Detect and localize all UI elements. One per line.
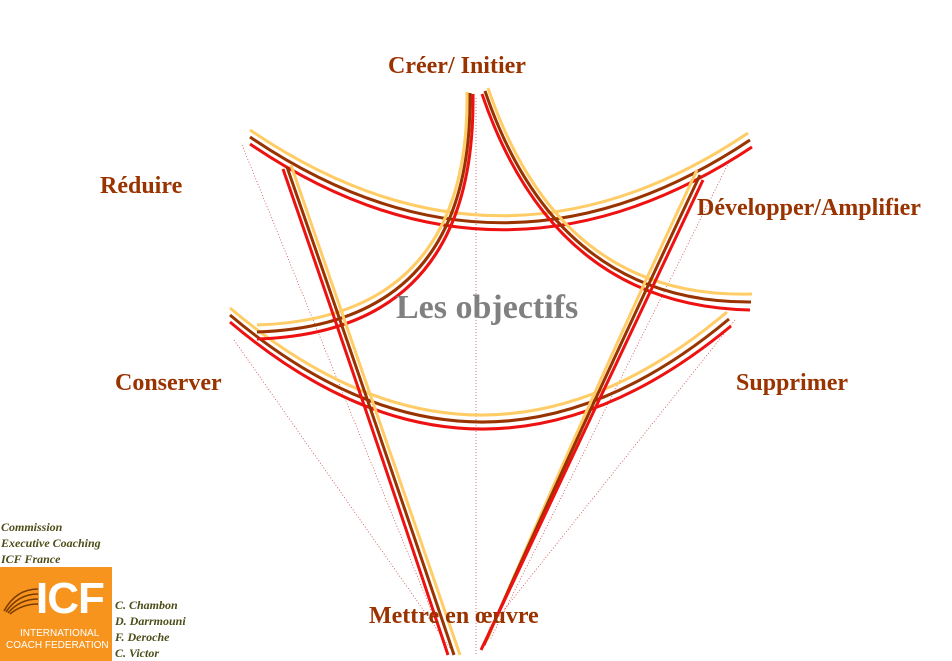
commission-line: ICF France (1, 552, 61, 566)
commission-block: Commission Executive Coaching ICF France (1, 519, 101, 567)
logo-subtitle: INTERNATIONAL COACH FEDERATION (6, 628, 109, 652)
author-name: D. Darrmouni (115, 614, 186, 628)
author-name: F. Deroche (115, 630, 170, 644)
label-developper-amplifier: Développer/Amplifier (697, 195, 921, 221)
curve-creer-droite (480, 87, 753, 312)
label-conserver: Conserver (115, 370, 222, 396)
curve-reduire-oeuvre (281, 164, 462, 656)
authors-block: C. Chambon D. Darrmouni F. Deroche C. Vi… (115, 597, 186, 661)
logo-subtitle-line: COACH FEDERATION (6, 640, 109, 651)
logo-letters: ICF (36, 574, 105, 623)
author-name: C. Victor (115, 646, 160, 660)
curve-conserver-supprimer (229, 306, 732, 431)
curve-creer-conserver (256, 91, 475, 341)
commission-line: Commission (1, 520, 63, 534)
label-supprimer: Supprimer (736, 370, 849, 396)
author-name: C. Chambon (115, 598, 178, 612)
label-reduire: Réduire (100, 173, 183, 199)
wings-icon (3, 588, 39, 615)
commission-line: Executive Coaching (1, 536, 101, 550)
label-creer-initier: Créer/ Initier (388, 53, 526, 79)
label-mettre-en-oeuvre: Mettre en œuvre (369, 603, 539, 629)
curve-reduire-developper (249, 128, 753, 232)
icf-logo: ICF INTERNATIONAL COACH FEDERATION (0, 567, 112, 661)
logo-subtitle-line: INTERNATIONAL (20, 628, 100, 639)
curve-developper-oeuvre (479, 169, 705, 651)
diagram-title: Les objectifs (396, 289, 579, 326)
